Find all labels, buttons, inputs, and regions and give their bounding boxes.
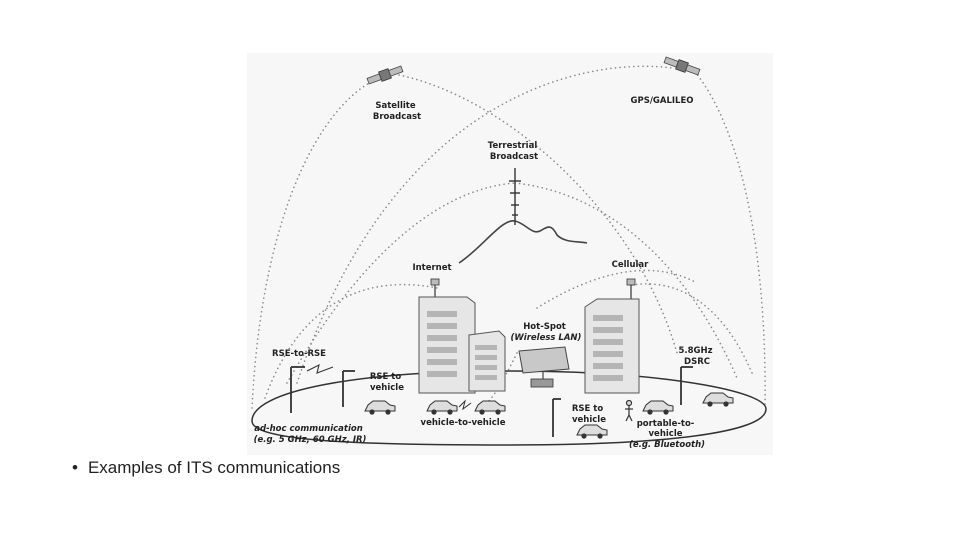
gps-arc-left: [296, 65, 673, 384]
rse-to-vehicle-left-label: RSE to vehicle: [370, 372, 404, 393]
rse-pole-icon: [290, 363, 355, 413]
caption-text: Examples of ITS communications: [87, 458, 341, 477]
ground-ellipse: [251, 370, 767, 446]
terrestrial-arc-left: [286, 182, 516, 384]
satellite-broadcast-label: Satellite Broadcast: [373, 101, 421, 122]
small-building-icon: [468, 330, 506, 392]
cellular-arc: [631, 283, 753, 374]
mountain-icon: [458, 220, 588, 264]
satellite-icon: [366, 65, 404, 85]
car-icon: [426, 400, 458, 415]
cellular-label: Cellular: [612, 260, 650, 270]
internet-arc: [264, 283, 438, 399]
car-icon: [474, 400, 506, 415]
bullet: •: [72, 458, 78, 477]
broadcast-tower-icon: [509, 168, 521, 225]
car-icon: [642, 400, 674, 415]
caption: • Examples of ITS communications: [72, 458, 340, 478]
rse-to-rse-label: RSE-to-RSE: [272, 349, 326, 359]
car-icon: [364, 400, 396, 415]
person-icon: [625, 399, 633, 422]
gps-arc-right: [691, 67, 766, 409]
hot-spot-panel-icon: [518, 346, 570, 388]
rse-pole-right-icon: [552, 398, 561, 437]
dsrc-label: 5.8GHz DSRC: [678, 346, 715, 367]
car-icon: [702, 392, 734, 407]
dsrc-pole-icon: [680, 366, 693, 405]
portable-to-vehicle-label: portable-to- vehicle (e.g. Bluetooth): [629, 419, 705, 450]
cellular-building-icon: [584, 278, 640, 394]
gps-galileo-label: GPS/GALILEO: [630, 96, 693, 106]
signal-bolt-icon: [458, 399, 472, 411]
adhoc-communication-label: ad-hoc communication (e.g. 5 GHz, 60 GHz…: [254, 424, 367, 445]
rse-to-vehicle-right-label: RSE to vehicle: [572, 404, 606, 425]
hotspot-arc: [536, 269, 698, 309]
car-icon: [576, 424, 608, 439]
internet-label: Internet: [412, 263, 451, 273]
its-communications-diagram: Satellite Broadcast GPS/GALILEO Terrestr…: [247, 53, 773, 455]
terrestrial-arc-right: [514, 182, 738, 379]
diagram-background: [247, 53, 773, 455]
internet-building-icon: [418, 278, 476, 394]
vehicle-to-vehicle-label: vehicle-to-vehicle: [421, 418, 506, 428]
gps-satellite-icon: [663, 56, 701, 76]
hot-spot-label: Hot-Spot (Wireless LAN): [511, 322, 582, 343]
terrestrial-broadcast-label: Terrestrial Broadcast: [488, 141, 540, 162]
